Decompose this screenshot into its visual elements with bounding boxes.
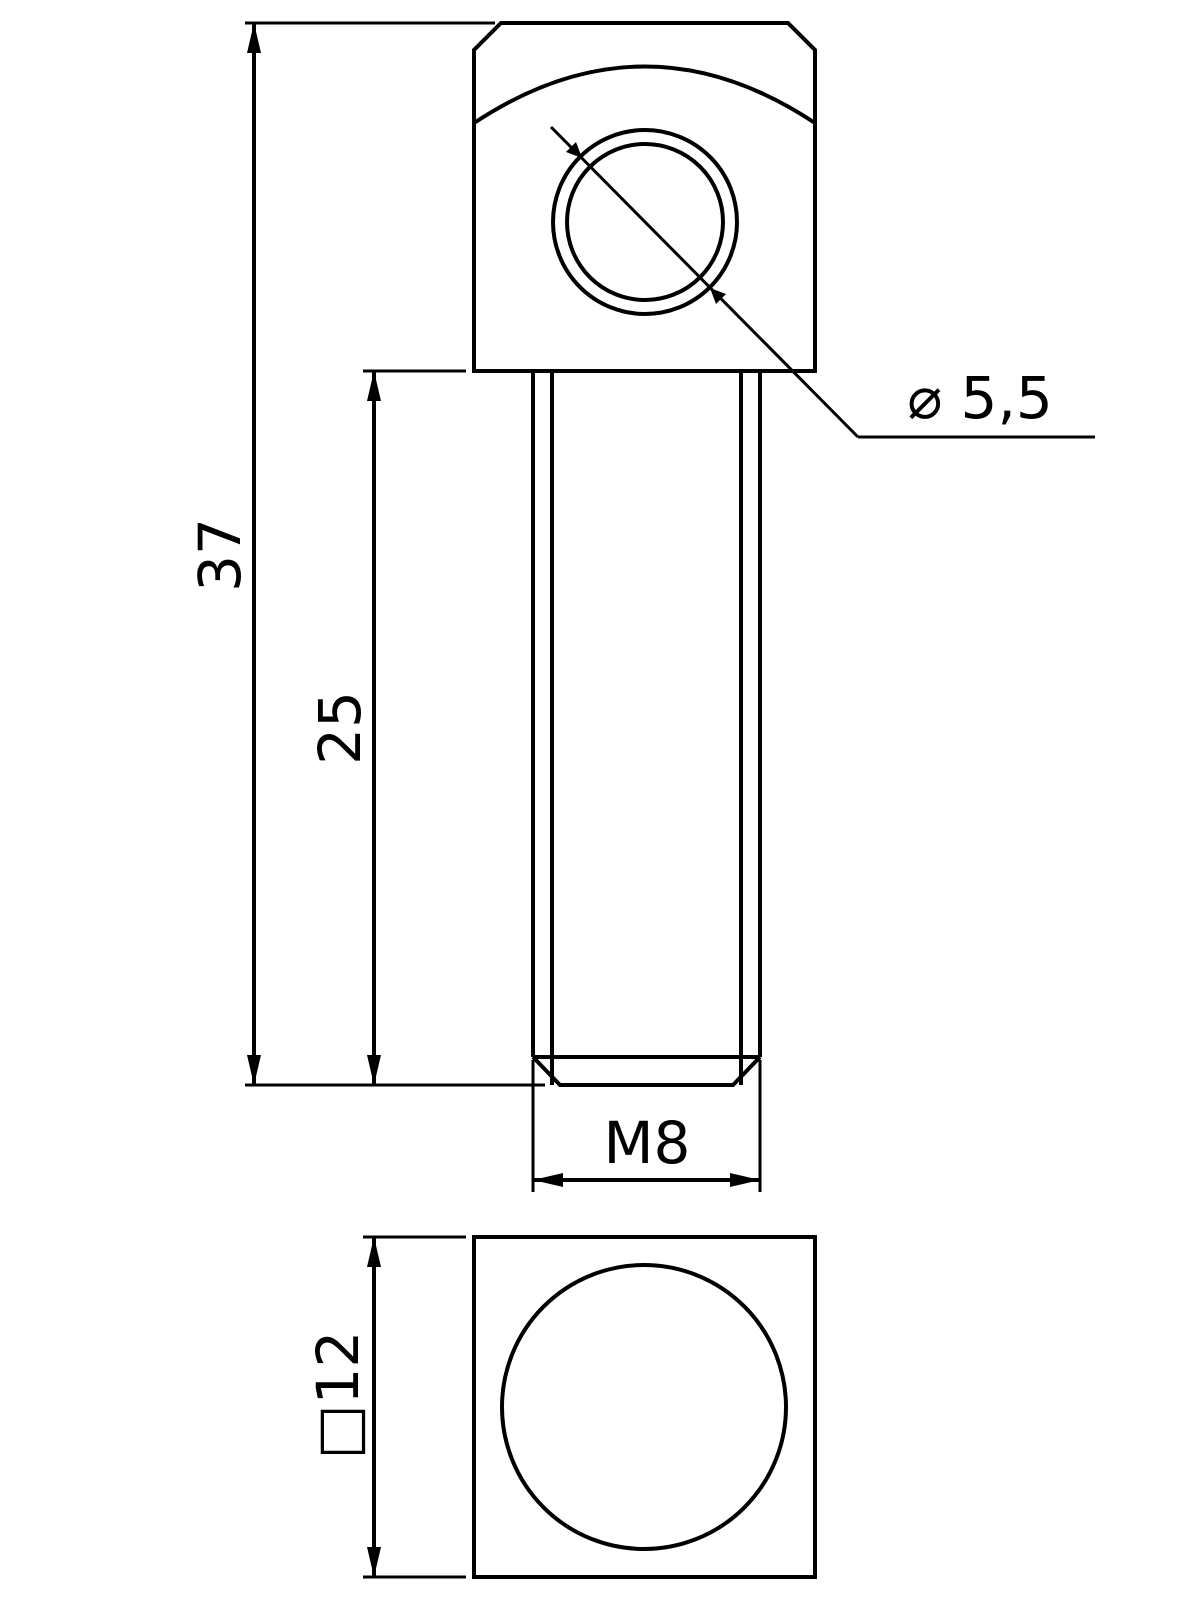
dimension-diameter: ⌀ 5,5 <box>549 125 1095 439</box>
cross-hole-inner <box>565 142 725 302</box>
bottom-view <box>472 1235 817 1579</box>
dimension-square-12: □12 <box>304 1235 466 1579</box>
arrowhead-up-icon <box>367 371 381 401</box>
dimension-m8: M8 <box>531 1060 762 1192</box>
shank-end-circle <box>500 1263 788 1551</box>
head-arc <box>472 64 817 125</box>
cross-hole-outer <box>551 128 739 316</box>
arrowhead-down-icon <box>367 1055 381 1085</box>
arrowhead-diagonal-icon <box>710 288 726 304</box>
dimension-label-m8: M8 <box>604 1109 691 1177</box>
dimension-label-37: 37 <box>186 518 254 592</box>
dimension-25: 25 <box>306 369 466 1085</box>
arrowhead-down-icon <box>247 1055 261 1085</box>
dimension-label-25: 25 <box>306 691 374 765</box>
square-head-outline <box>472 1235 817 1579</box>
dimension-label-diameter: ⌀ 5,5 <box>907 364 1053 432</box>
dimension-label-square-12: □12 <box>304 1331 372 1460</box>
arrowhead-left-icon <box>533 1173 563 1187</box>
arrowhead-down-icon <box>367 1547 381 1577</box>
leader-line-diagonal <box>549 125 860 439</box>
arrowhead-diagonal-icon <box>566 142 582 158</box>
front-view <box>472 21 817 1087</box>
arrowhead-up-icon <box>367 1237 381 1267</box>
arrowhead-up-icon <box>247 23 261 53</box>
head-outline <box>472 21 817 373</box>
dimension-37: 37 <box>186 21 545 1087</box>
arrowhead-right-icon <box>730 1173 760 1187</box>
thread-chamfer <box>531 1055 762 1087</box>
